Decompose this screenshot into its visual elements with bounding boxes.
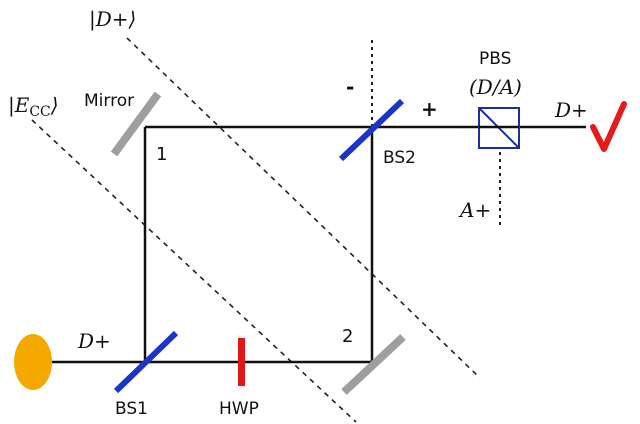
checkmark-icon: [590, 101, 627, 152]
dashed-line-ecc: [31, 119, 357, 423]
label-state-d-plus: |D+⟩: [89, 7, 136, 32]
label-path-1: 1: [156, 144, 167, 165]
label-mirror: Mirror: [84, 91, 134, 111]
label-path-2: 2: [342, 326, 353, 347]
label-hwp: HWP: [219, 399, 259, 419]
label-pbs: PBS: [479, 49, 511, 69]
label-bs1: BS1: [115, 399, 148, 419]
label-state-ecc-sub: CC: [29, 104, 50, 120]
half-wave-plate: [238, 338, 245, 386]
beam-splitter-bs1: [113, 330, 179, 394]
photon-source-icon: [14, 334, 52, 390]
label-bs2: BS2: [383, 148, 416, 168]
label-minus-port: -: [346, 75, 354, 99]
label-state-ecc-close: ⟩: [50, 93, 59, 117]
mirror-bottom-right: [341, 334, 406, 395]
label-input-d-plus: D+: [77, 329, 111, 353]
dashed-line-d-plus: [126, 37, 481, 379]
mirror-top-left: [110, 91, 162, 157]
label-output-d-plus: D+: [554, 98, 588, 122]
beam-splitter-bs2: [338, 98, 405, 162]
label-state-ecc-main: |E: [8, 93, 30, 118]
label-output-a-plus: A+: [458, 198, 491, 222]
label-pbs-basis: (D/A): [469, 75, 522, 99]
label-state-ecc: |ECC⟩: [8, 93, 59, 120]
label-plus-port: +: [421, 97, 438, 121]
